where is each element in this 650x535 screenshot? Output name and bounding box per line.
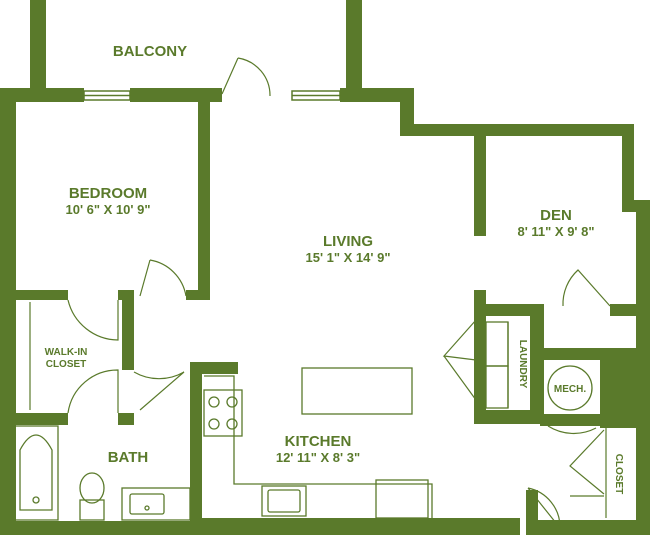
balcony-wall-left <box>30 0 46 90</box>
bedroom-door <box>139 259 187 297</box>
closet-door-a <box>569 429 605 495</box>
burner-2 <box>226 396 238 408</box>
burner-1 <box>208 396 220 408</box>
step-wall-vertical <box>400 88 414 134</box>
bottom-wall-left <box>0 521 200 535</box>
walkin-label-2: CLOSET <box>46 359 87 370</box>
den-wall-left-lower <box>474 290 486 420</box>
den-label: DEN <box>540 207 572 224</box>
washer <box>485 321 509 367</box>
laundry-wall-right <box>530 304 544 424</box>
outer-wall-left <box>0 88 16 535</box>
bathtub <box>13 425 59 521</box>
mech-door <box>547 425 597 435</box>
bedroom-wall-bottom-b <box>118 290 134 300</box>
laundry-wall-bottom <box>474 410 544 424</box>
bedroom-wall-right <box>198 100 210 298</box>
top-wall-a <box>0 88 84 102</box>
doors <box>29 57 611 529</box>
top-wall-b <box>130 88 222 102</box>
den-wall-bottom-a <box>474 304 544 316</box>
kitchen-counter <box>204 375 433 518</box>
living-dims: 15' 1" X 14' 9" <box>305 250 390 265</box>
bath-wall-right <box>190 362 202 535</box>
den-door <box>562 269 611 307</box>
water-heater <box>547 365 593 411</box>
bath-label: BATH <box>108 449 149 466</box>
mech-label: MECH. <box>554 384 586 395</box>
bedroom-wall-bottom-c <box>186 290 210 300</box>
right-wall-upper <box>622 124 634 212</box>
balcony-label: BALCONY <box>113 43 187 60</box>
walkin-label-1: WALK-IN <box>45 347 88 358</box>
walkin-door <box>67 299 119 341</box>
den-wall-bottom-b <box>610 304 640 316</box>
laundry-door-b <box>443 355 477 401</box>
kitchen-dims: 12' 11" X 8' 3" <box>276 450 360 465</box>
kitchen-island <box>301 367 413 415</box>
laundry-door-a <box>442 319 477 361</box>
toilet-bowl <box>79 472 105 504</box>
dryer <box>485 365 509 409</box>
burner-4 <box>226 418 238 430</box>
refrigerator <box>375 479 429 519</box>
toilet-tank <box>79 499 105 521</box>
balcony-door <box>221 57 271 97</box>
bath-sink <box>129 493 165 515</box>
windows <box>83 90 341 101</box>
top-wall-c <box>340 88 412 102</box>
bedroom-wall-bottom-a <box>14 290 68 300</box>
kitchen-label: KITCHEN <box>285 433 352 450</box>
bath-door <box>133 371 185 411</box>
bedroom-label: BEDROOM <box>69 185 147 202</box>
fixtures <box>13 321 593 521</box>
closet-bath-wall <box>14 413 68 425</box>
stove <box>203 389 243 437</box>
den-dims: 8' 11" X 9' 8" <box>517 224 594 239</box>
den-wall-left-upper <box>474 134 486 236</box>
room-labels: BALCONY BEDROOM 10' 6" X 10' 9" LIVING 1… <box>45 43 624 494</box>
closet-wall-right <box>122 298 134 370</box>
bath-sink-drain <box>144 505 150 511</box>
balcony-wall-right <box>346 0 362 90</box>
kitchen-sink <box>261 485 307 517</box>
bedroom-dims: 10' 6" X 10' 9" <box>65 202 150 217</box>
entry-door <box>527 487 561 529</box>
closet-label: CLOSET <box>613 454 624 495</box>
closet-door <box>67 369 119 414</box>
laundry-label: LAUNDRY <box>517 340 528 389</box>
kitchen-sink-basin <box>267 489 301 513</box>
mech-wall-bottom <box>540 414 650 426</box>
bathtub-basin <box>19 434 53 511</box>
kitchen-wall-top <box>190 362 238 374</box>
step-wall-top <box>400 124 634 136</box>
closet-bath-wall-b <box>118 413 134 425</box>
bath-vanity <box>121 487 191 521</box>
living-label: LIVING <box>323 233 373 250</box>
bathtub-drain <box>32 496 40 504</box>
bottom-wall <box>190 518 520 535</box>
closet-wall-bottom <box>526 520 650 535</box>
burner-3 <box>208 418 220 430</box>
